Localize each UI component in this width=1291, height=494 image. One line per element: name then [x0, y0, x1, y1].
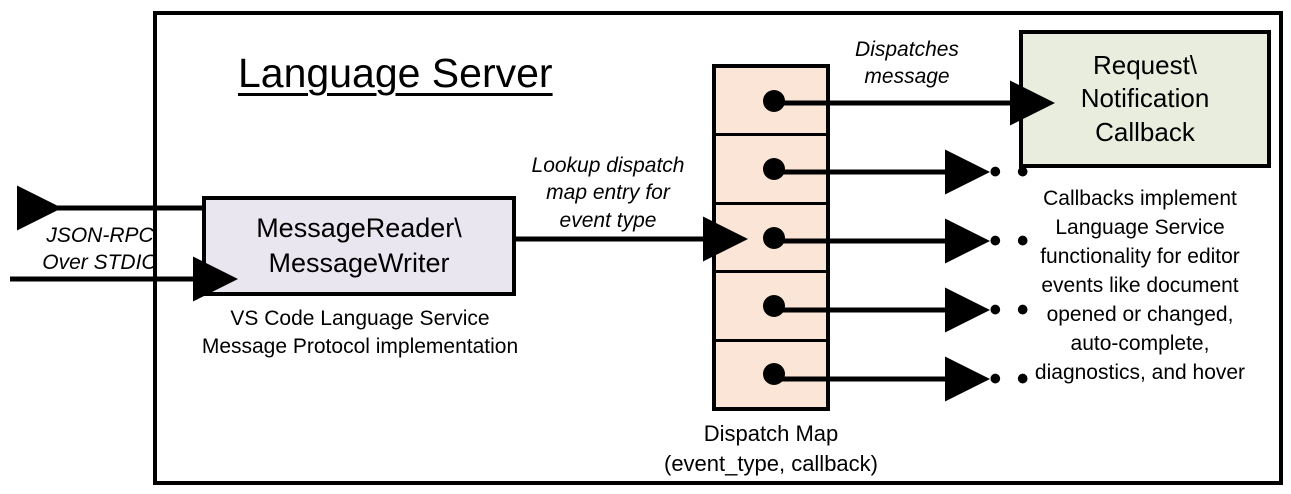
dispatch-map-caption: Dispatch Map (event_type, callback): [664, 421, 878, 476]
request-notification-callback-label: Request\ Notification Callback: [1080, 50, 1210, 147]
dispatch-entry-dot: [763, 294, 785, 317]
dispatch-entry-dot: [763, 158, 785, 181]
table-row[interactable]: [716, 68, 826, 137]
dispatch-entry-dot: [763, 89, 785, 112]
page-title: Language Server: [238, 50, 553, 96]
callback-description-caption: Callbacks implement Language Service fun…: [1034, 187, 1246, 384]
ellipsis-marker: • • •: [962, 222, 1032, 260]
dispatch-entry-dot: [763, 226, 785, 249]
dispatch-entry-dot: [763, 363, 785, 386]
ellipsis-marker: • • •: [962, 153, 1032, 191]
message-reader-writer-label: MessageReader\ MessageWriter: [256, 213, 462, 278]
message-reader-writer-box[interactable]: MessageReader\ MessageWriter: [202, 196, 516, 296]
table-row[interactable]: [716, 342, 826, 407]
ellipsis-marker: • • •: [962, 291, 1032, 329]
message-reader-writer-caption: VS Code Language Service Message Protoco…: [201, 307, 519, 359]
request-notification-callback-box[interactable]: Request\ Notification Callback: [1019, 30, 1271, 168]
table-row[interactable]: [716, 205, 826, 274]
json-rpc-transport-label: JSON-RPC Over STDIO: [42, 224, 158, 275]
table-row[interactable]: [716, 273, 826, 342]
ellipsis-marker: • • •: [962, 360, 1032, 398]
lookup-dispatch-label: Lookup dispatch map entry for event type: [531, 154, 685, 232]
dispatches-message-label: Dispatches message: [855, 38, 959, 89]
language-server-boundary: [153, 11, 1283, 485]
table-row[interactable]: [716, 136, 826, 205]
dispatch-map-table[interactable]: [712, 64, 830, 411]
